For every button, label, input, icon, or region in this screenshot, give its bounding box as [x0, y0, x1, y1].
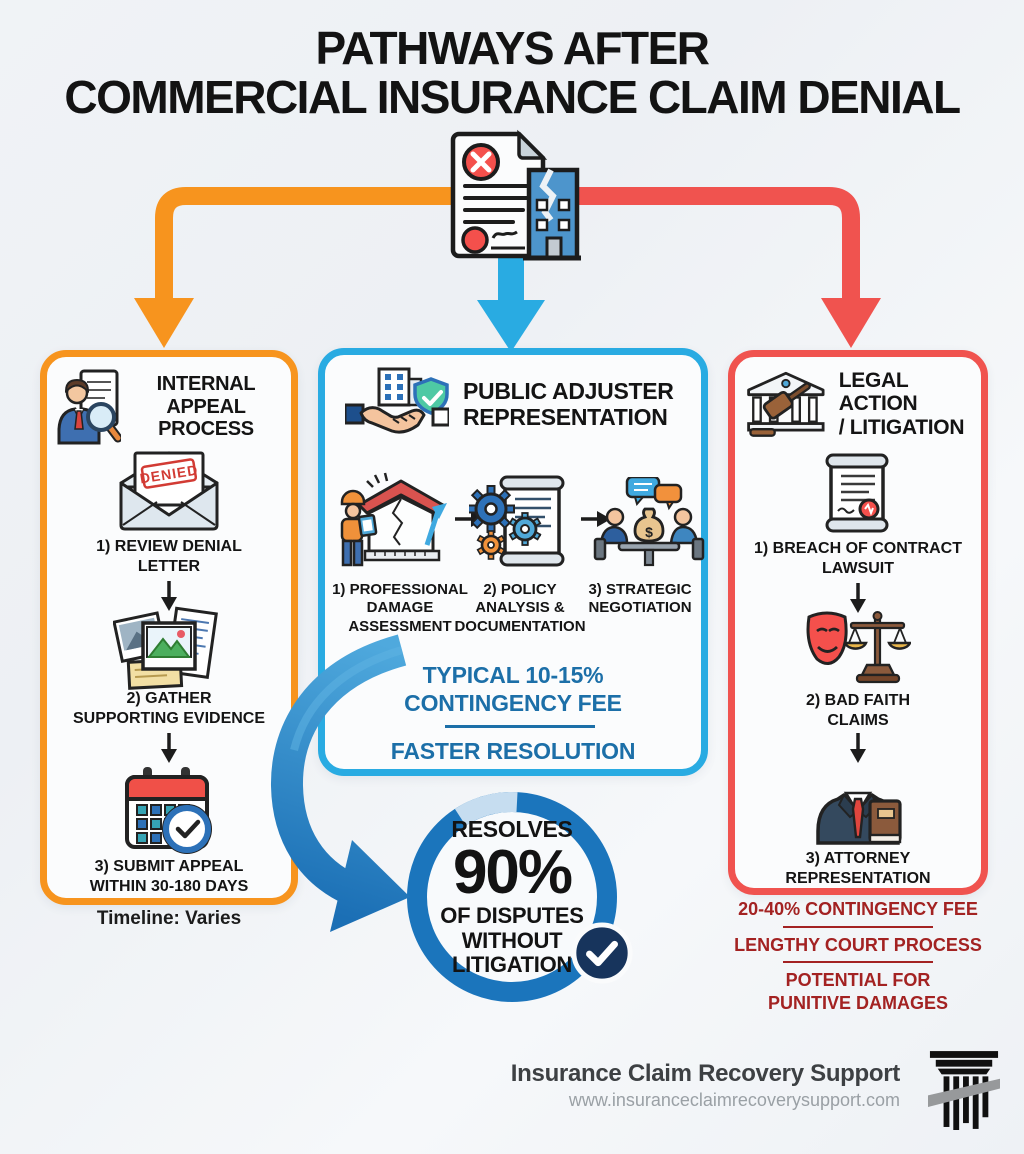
- blue-down-arrow: [477, 258, 545, 352]
- internal-step-2-line1: 2) GATHER: [126, 690, 212, 707]
- legal-title: LEGAL ACTION / LITIGATION: [839, 369, 981, 440]
- adjuster-fee-line2: CONTINGENCY FEE: [404, 690, 622, 717]
- divider: [783, 925, 933, 928]
- money-bag-symbol: $: [645, 524, 653, 540]
- internal-timeline-note: Timeline: Varies: [96, 908, 242, 929]
- adjuster-step-1-line2: DAMAGE: [366, 599, 434, 617]
- adjuster-step-3-line2: NEGOTIATION: [588, 599, 692, 617]
- negotiation-icon: $: [593, 477, 705, 567]
- internal-appeal-panel: INTERNAL APPEAL PROCESS DENIED 1) REVIEW…: [40, 350, 298, 905]
- legal-step-3-line2: REPRESENTATION: [785, 869, 931, 887]
- adjuster-step-1-line1: 1) PROFESSIONAL: [332, 581, 468, 598]
- page-title-line2: COMMERCIAL INSURANCE CLAIM DENIAL: [64, 70, 961, 123]
- resolve-value: 90%: [452, 838, 573, 908]
- resolution-stat: RESOLVES 90% OF DISPUTES WITHOUT LITIGAT…: [397, 782, 627, 1012]
- legal-cons-list: 20-40% CONTINGENCY FEE LENGTHY COURT PRO…: [718, 898, 998, 1014]
- legal-title-line1: LEGAL ACTION: [838, 368, 918, 416]
- internal-title-line1: INTERNAL: [156, 373, 256, 396]
- denied-envelope-icon: DENIED: [119, 451, 219, 531]
- resolve-line2: OF DISPUTES: [440, 902, 584, 928]
- resolve-line4: LITIGATION: [451, 952, 573, 978]
- brand-pillar-icon: [928, 1051, 1000, 1130]
- resolution-donut: [407, 792, 617, 1002]
- adjuster-title-line1: PUBLIC ADJUSTER: [463, 378, 674, 405]
- page-title-line1: PATHWAYS AFTER: [315, 22, 710, 74]
- denied-document-icon: [450, 129, 581, 261]
- resolve-top: RESOLVES: [451, 816, 573, 843]
- resolve-line3: WITHOUT: [461, 927, 563, 953]
- down-arrow-icon: [161, 581, 177, 611]
- internal-step-3-label: 3) SUBMIT APPEAL WITHIN 30-180 DAYS: [47, 857, 291, 896]
- damage-assessment-icon: [340, 472, 447, 567]
- legal-step-3-line1: 3) ATTORNEY: [805, 850, 911, 867]
- adjuster-step-1-label: 1) PROFESSIONAL DAMAGE ASSESSMENT: [325, 581, 475, 636]
- internal-step-1-line2: LETTER: [137, 557, 201, 575]
- internal-appeal-header: INTERNAL APPEAL PROCESS: [57, 369, 291, 445]
- internal-step-1-line1: 1) REVIEW DENIAL: [96, 538, 242, 555]
- legal-step-2-label: 2) BAD FAITH CLAIMS: [735, 691, 981, 730]
- footer-url: www.insuranceclaimrecoverysupport.com: [568, 1090, 900, 1110]
- internal-step-2-line2: SUPPORTING EVIDENCE: [72, 709, 266, 727]
- internal-step-3-line2: WITHIN 30-180 DAYS: [89, 877, 249, 895]
- policy-analysis-icon: [469, 475, 565, 567]
- adjuster-step-2-line1: 2) POLICY: [483, 581, 557, 598]
- legal-con-2: LENGTHY COURT PROCESS: [734, 934, 982, 955]
- right-arrow-icon: [581, 511, 611, 527]
- public-adjuster-header: PUBLIC ADJUSTER REPRESENTATION: [345, 367, 695, 443]
- adjuster-step-1-line3: ASSESSMENT: [348, 617, 452, 635]
- legal-step-2-line1: 2) BAD FAITH: [806, 692, 910, 709]
- legal-con-3-line1: POTENTIAL FOR: [785, 970, 931, 990]
- calendar-deadline-icon: [125, 767, 212, 854]
- evidence-photos-icon: [113, 606, 218, 690]
- footer-brand: Insurance Claim Recovery Support: [510, 1060, 901, 1087]
- public-adjuster-panel: PUBLIC ADJUSTER REPRESENTATION: [318, 348, 708, 776]
- legal-title-line2: / LITIGATION: [838, 415, 965, 439]
- adjuster-step-2-line3: DOCUMENTATION: [454, 617, 586, 635]
- internal-step-2-label: 2) GATHER SUPPORTING EVIDENCE: [47, 689, 291, 728]
- legal-step-1-line1: 1) BREACH OF CONTRACT: [754, 540, 962, 557]
- adjuster-divider: [445, 725, 595, 728]
- internal-step-3-line1: 3) SUBMIT APPEAL: [94, 858, 244, 875]
- check-badge-icon: [571, 922, 633, 984]
- legal-action-panel: LEGAL ACTION / LITIGATION 1) BREACH OF C…: [728, 350, 988, 895]
- adjuster-title-line2: REPRESENTATION: [463, 404, 668, 430]
- legal-con-3-line2: PUNITIVE DAMAGES: [767, 992, 949, 1013]
- adjuster-benefit-text: FASTER RESOLUTION: [390, 738, 636, 764]
- adjuster-step-2-label: 2) POLICY ANALYSIS & DOCUMENTATION: [445, 581, 595, 636]
- adjuster-fee-text: TYPICAL 10-15% CONTINGENCY FEE: [325, 661, 701, 717]
- legal-con-1: 20-40% CONTINGENCY FEE: [738, 899, 978, 919]
- adjuster-step-3-line1: 3) STRATEGIC: [588, 581, 692, 598]
- legal-action-header: LEGAL ACTION / LITIGATION: [743, 367, 981, 441]
- red-path-arrow: [566, 187, 881, 348]
- internal-appeal-icon: [57, 369, 121, 445]
- legal-action-icon: [747, 371, 825, 437]
- orange-path-arrow: [134, 187, 460, 348]
- adjuster-step-2-line2: ANALYSIS &: [475, 599, 565, 617]
- legal-step-3-label: 3) ATTORNEY REPRESENTATION: [735, 849, 981, 888]
- down-arrow-icon: [850, 733, 866, 763]
- legal-step-1-line2: LAWSUIT: [822, 559, 894, 577]
- lawsuit-scroll-icon: [825, 453, 889, 533]
- legal-step-1-label: 1) BREACH OF CONTRACT LAWSUIT: [735, 539, 981, 578]
- public-adjuster-title: PUBLIC ADJUSTER REPRESENTATION: [463, 378, 674, 431]
- down-arrow-icon: [161, 733, 177, 763]
- attorney-icon: [816, 791, 902, 845]
- internal-title-line2: APPEAL PROCESS: [158, 395, 254, 441]
- legal-step-2-line2: CLAIMS: [827, 711, 889, 729]
- internal-step-1-label: 1) REVIEW DENIAL LETTER: [47, 537, 291, 576]
- page-title: PATHWAYS AFTER COMMERCIAL INSURANCE CLAI…: [0, 24, 1024, 122]
- adjuster-fee-line1: TYPICAL 10-15%: [422, 662, 604, 688]
- down-arrow-icon: [850, 583, 866, 613]
- divider: [783, 961, 933, 963]
- public-adjuster-icon: [345, 367, 449, 434]
- adjuster-step-3-label: 3) STRATEGIC NEGOTIATION: [575, 581, 705, 618]
- internal-appeal-title: INTERNAL APPEAL PROCESS: [121, 373, 291, 440]
- bad-faith-icon: [806, 611, 911, 684]
